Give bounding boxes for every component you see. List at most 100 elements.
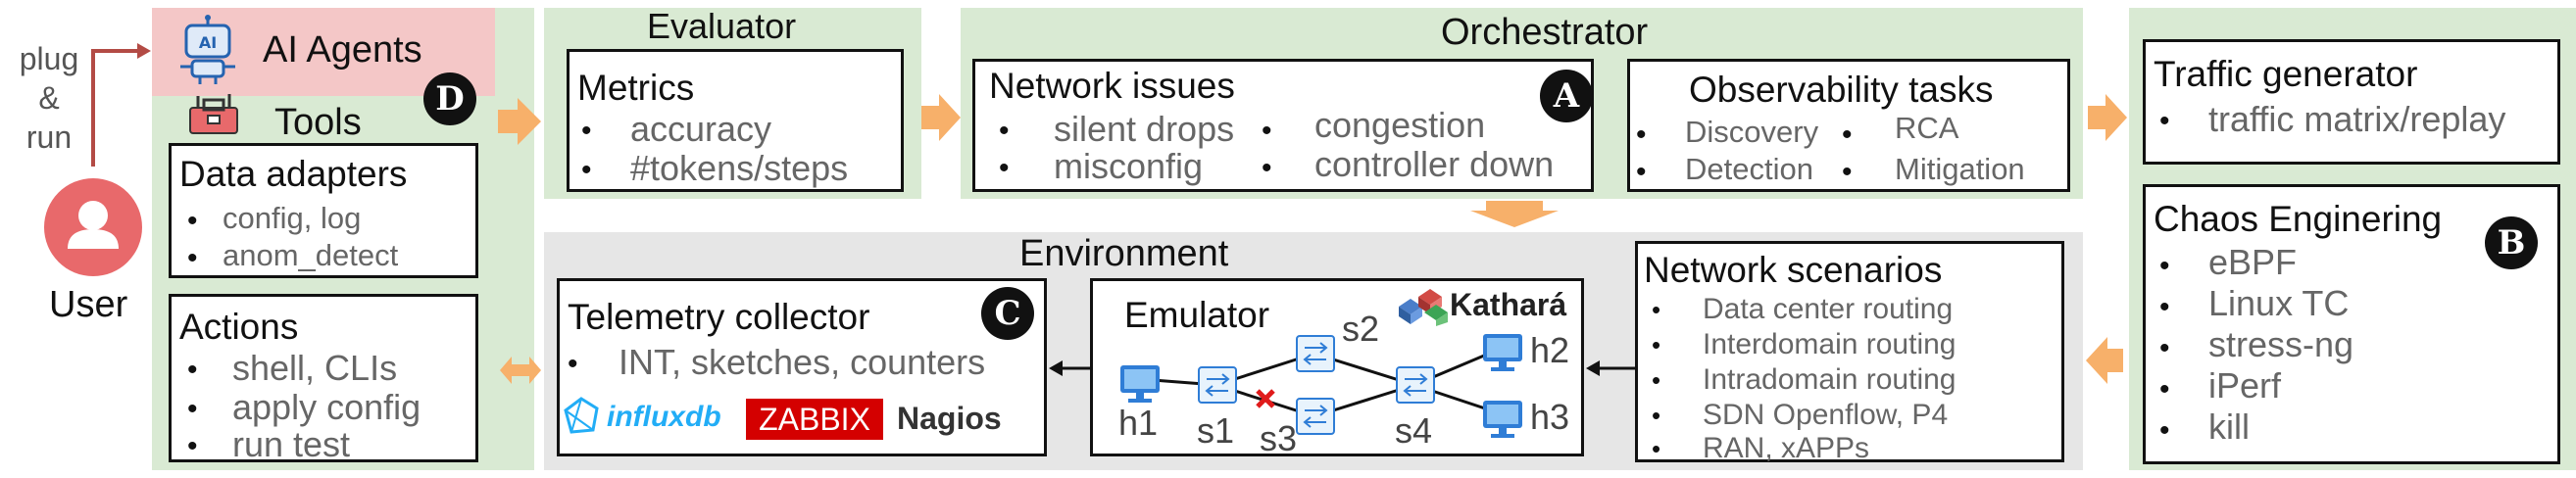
arrow-actions-environment-bidir (500, 357, 541, 384)
bullet: • (187, 242, 198, 274)
action-item: shell, CLIs (232, 348, 398, 388)
obs-item: Mitigation (1895, 152, 2025, 186)
node-label-h1: h1 (1118, 403, 1159, 443)
emulator-topology (1120, 334, 1522, 438)
bullet: • (1652, 330, 1661, 359)
obs-item: RCA (1895, 111, 1959, 145)
telemetry-collector-box: Telemetry collector C • INT, sketches, c… (557, 278, 1047, 456)
arrow-evaluator-to-orchestrator (921, 94, 961, 141)
chaos-item: Linux TC (2208, 283, 2350, 323)
node-label-h3: h3 (1530, 397, 1570, 437)
kathara-logo-icon (1393, 283, 1452, 331)
metric-item: accuracy (630, 109, 772, 149)
network-issues-title: Network issues (989, 66, 1235, 106)
issue-item: silent drops (1054, 109, 1235, 149)
metrics-box: Metrics • accuracy • #tokens/steps (567, 49, 904, 192)
bullet: • (2159, 332, 2170, 364)
bullet: • (999, 115, 1010, 147)
arrow-orchestrator-to-environment (1470, 201, 1559, 227)
badge-d: D (423, 72, 476, 125)
host-h1-icon (1120, 365, 1160, 403)
traffic-generator-title: Traffic generator (2154, 54, 2418, 94)
bullet: • (1262, 152, 1272, 184)
plug-and-run-label: plug & run (10, 39, 88, 157)
observability-box: Observability tasks • Discovery • Detect… (1627, 59, 2070, 192)
kathara-logo-text: Kathará (1450, 287, 1567, 322)
emulator-title: Emulator (1124, 295, 1270, 335)
switch-s3-icon (1296, 398, 1335, 435)
scenario-item: Interdomain routing (1703, 328, 1957, 360)
data-adapter-item: anom_detect (223, 238, 399, 272)
network-issues-box: Network issues A • silent drops • miscon… (972, 59, 1594, 192)
actions-title: Actions (179, 307, 299, 347)
bullet: • (1842, 119, 1853, 151)
switch-s1-icon (1198, 366, 1237, 404)
bullet: • (1636, 119, 1647, 151)
node-label-s1: s1 (1197, 410, 1235, 451)
bullet: • (2159, 373, 2170, 406)
data-adapter-item: config, log (223, 201, 362, 235)
svg-text:AI: AI (199, 33, 217, 52)
chaos-item: kill (2208, 406, 2250, 447)
arrow-chaos-to-environment (2086, 337, 2123, 384)
node-label-s2: s2 (1342, 309, 1380, 349)
data-adapters-title: Data adapters (179, 154, 408, 194)
evaluator-header: Evaluator (647, 6, 797, 46)
observability-title: Observability tasks (1689, 70, 1994, 110)
bullet: • (581, 115, 592, 147)
bullet: • (581, 154, 592, 186)
bullet: • (2159, 291, 2170, 323)
bullet: • (187, 393, 198, 425)
badge-a: A (1540, 70, 1593, 122)
metrics-title: Metrics (577, 68, 695, 108)
user-label: User (49, 284, 128, 325)
bullet: • (1652, 401, 1661, 430)
node-label-s3: s3 (1260, 418, 1298, 458)
arrow-orchestrator-to-traffic (2088, 94, 2127, 141)
bullet: • (568, 348, 578, 380)
link-failure-x-icon (1256, 389, 1275, 408)
action-item: apply config (232, 387, 421, 427)
bullet: • (1652, 295, 1661, 324)
influxdb-logo-text: influxdb (607, 401, 721, 433)
traffic-item: traffic matrix/replay (2208, 99, 2506, 139)
issue-item: congestion (1314, 105, 1486, 145)
bullet: • (1652, 365, 1661, 395)
ai-agents-label: AI Agents (263, 29, 422, 71)
plug-arrow (91, 43, 151, 167)
bullet: • (999, 152, 1010, 184)
obs-item: Detection (1685, 152, 1813, 186)
metric-item: #tokens/steps (630, 148, 849, 188)
scenarios-title: Network scenarios (1644, 250, 1943, 290)
environment-header: Environment (1019, 233, 1229, 274)
bullet: • (1636, 156, 1647, 188)
issue-item: misconfig (1054, 146, 1204, 186)
ampersand: & (38, 80, 60, 116)
emulator-box: Emulator Kathará h1 s1 s2 s3 s (1090, 278, 1584, 458)
telemetry-item: INT, sketches, counters (619, 342, 986, 382)
bullet: • (2159, 105, 2170, 137)
bullet: • (1262, 115, 1272, 147)
telemetry-title: Telemetry collector (568, 297, 870, 337)
node-label-h2: h2 (1530, 330, 1570, 370)
host-h2-icon (1483, 334, 1522, 371)
chaos-title: Chaos Enginering (2154, 199, 2443, 239)
toolbox-icon (186, 92, 241, 142)
actions-box: Actions • shell, CLIs • apply config • r… (169, 294, 478, 464)
scenario-item: RAN, xAPPs (1703, 432, 1870, 464)
chaos-item: iPerf (2208, 365, 2282, 406)
chaos-item: stress-ng (2208, 324, 2354, 364)
bullet: • (187, 205, 198, 237)
nagios-logo: Nagios (897, 401, 1002, 436)
orchestrator-header: Orchestrator (1441, 12, 1649, 53)
issue-item: controller down (1314, 144, 1555, 184)
scenario-item: Data center routing (1703, 293, 1954, 325)
chaos-item: eBPF (2208, 242, 2298, 282)
user-avatar-icon[interactable] (44, 178, 142, 276)
badge-b: B (2485, 216, 2538, 269)
robot-icon: AI (176, 14, 239, 91)
badge-c: C (981, 287, 1034, 340)
bullet: • (187, 354, 198, 386)
bullet: • (1652, 434, 1661, 463)
